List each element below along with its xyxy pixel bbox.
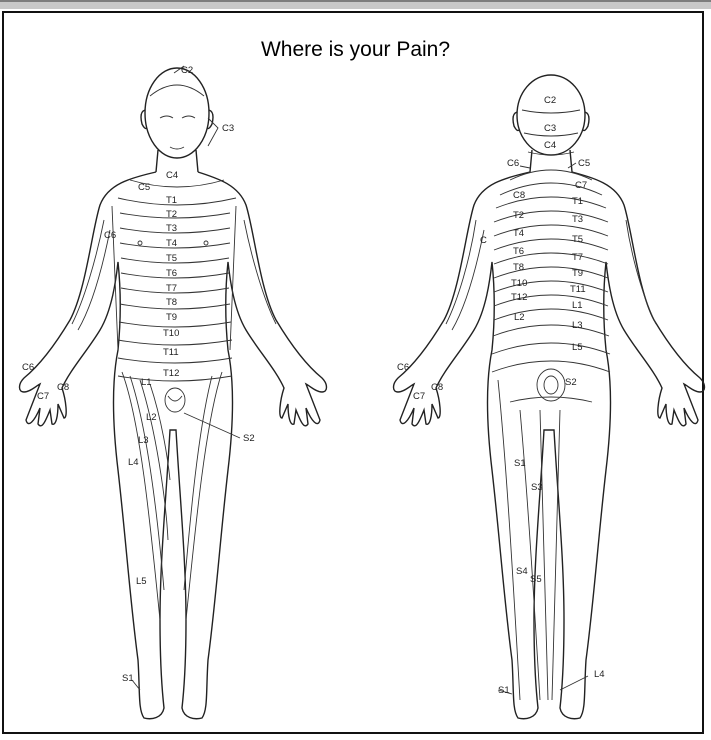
back-body-figure: C2 C3 C4 C5 C6 C7 C8 T1 T2 T3 T4 T5 T6 T… xyxy=(394,75,705,719)
front-label-t9: T9 xyxy=(166,312,177,323)
front-label-c4: C4 xyxy=(166,170,178,181)
front-label-t2: T2 xyxy=(166,209,177,220)
back-body-outline xyxy=(394,172,705,719)
back-label-t2: T2 xyxy=(513,210,524,221)
back-label-t4: T4 xyxy=(513,228,524,239)
front-label-c6-hand: C6 xyxy=(22,362,34,373)
back-label-l2: L2 xyxy=(514,312,525,323)
back-label-s3: S3 xyxy=(531,482,543,493)
front-label-t5: T5 xyxy=(166,253,177,264)
back-label-c7: C7 xyxy=(575,180,587,191)
back-label-c4: C4 xyxy=(544,140,556,151)
back-label-c6-hand: C6 xyxy=(397,362,409,373)
back-label-c7-arm: C xyxy=(480,235,487,246)
front-left-nipple xyxy=(138,241,142,245)
front-label-c3: C3 xyxy=(222,123,234,134)
back-label-s1: S1 xyxy=(514,458,526,469)
front-label-t4: T4 xyxy=(166,238,177,249)
front-label-t3: T3 xyxy=(166,223,177,234)
back-label-c6: C6 xyxy=(507,158,519,169)
front-label-l2: L2 xyxy=(146,412,157,423)
front-label-t1: T1 xyxy=(166,195,177,206)
front-label-s1: S1 xyxy=(122,673,134,684)
front-label-s2: S2 xyxy=(243,433,255,444)
front-label-l3: L3 xyxy=(138,435,149,446)
back-label-l1: L1 xyxy=(572,300,583,311)
back-label-t11: T11 xyxy=(570,284,586,295)
back-label-t9: T9 xyxy=(572,268,583,279)
back-label-s4: S4 xyxy=(516,566,528,577)
front-label-l4: L4 xyxy=(128,457,139,468)
back-label-t3: T3 xyxy=(572,214,583,225)
back-label-t1: T1 xyxy=(572,196,583,207)
front-body-figure: C2 C3 C4 C5 C6 T1 T2 T3 T4 T5 T6 T7 T8 T… xyxy=(20,65,327,719)
back-label-s5: S5 xyxy=(530,574,542,585)
back-label-c8: C8 xyxy=(513,190,525,201)
back-label-c3: C3 xyxy=(544,123,556,134)
back-label-l4: L4 xyxy=(594,669,605,680)
back-label-t6: T6 xyxy=(513,246,524,257)
front-eyes xyxy=(160,116,195,118)
front-label-t6: T6 xyxy=(166,268,177,279)
back-label-t7: T7 xyxy=(572,252,583,263)
back-label-t5: T5 xyxy=(572,234,583,245)
front-label-c6-arm: C6 xyxy=(104,230,116,241)
back-label-t10: T10 xyxy=(511,278,527,289)
back-label-l3: L3 xyxy=(572,320,583,331)
front-label-t11: T11 xyxy=(163,347,179,358)
front-label-l1: L1 xyxy=(141,377,152,388)
front-right-nipple xyxy=(204,241,208,245)
front-label-t12: T12 xyxy=(163,368,179,379)
front-hairline xyxy=(150,85,204,96)
front-label-t7: T7 xyxy=(166,283,177,294)
front-head xyxy=(145,68,209,158)
front-label-c7-hand: C7 xyxy=(37,391,49,402)
back-label-t12: T12 xyxy=(511,292,527,303)
front-label-c5: C5 xyxy=(138,182,150,193)
front-label-t8: T8 xyxy=(166,297,177,308)
back-label-s2: S2 xyxy=(565,377,577,388)
back-neck xyxy=(530,150,572,172)
front-label-t10: T10 xyxy=(163,328,179,339)
back-label-l5: L5 xyxy=(572,342,583,353)
front-mouth xyxy=(170,147,184,149)
back-label-c8-hand: C8 xyxy=(431,382,443,393)
back-label-c2: C2 xyxy=(544,95,556,106)
front-label-l5: L5 xyxy=(136,576,147,587)
back-label-t8: T8 xyxy=(513,262,524,273)
back-label-s1-foot: S1 xyxy=(498,685,510,696)
back-label-c5: C5 xyxy=(578,158,590,169)
back-label-c7-hand: C7 xyxy=(413,391,425,402)
front-label-c8-hand: C8 xyxy=(57,382,69,393)
